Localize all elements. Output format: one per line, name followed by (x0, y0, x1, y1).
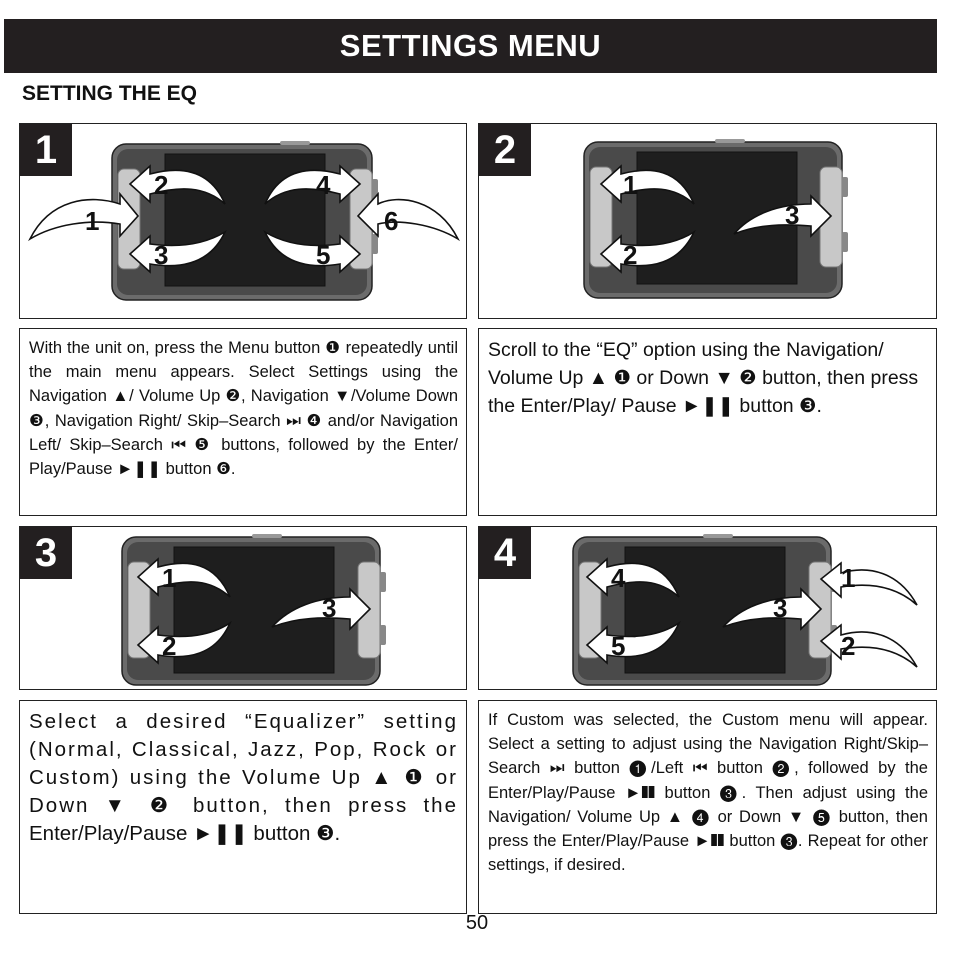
arrow-3 (271, 587, 372, 631)
callout-1-6: 6 (384, 206, 398, 236)
step-1-instructions: With the unit on, press the Menu button … (19, 328, 467, 516)
step-4-figure: 4 4 1 3 (478, 526, 937, 690)
arrow-3 (733, 194, 833, 238)
arrow-1 (136, 557, 231, 598)
callout-4-2: 2 (841, 631, 855, 661)
step-2-figure: 2 1 3 2 (478, 123, 937, 319)
callout-4-4: 4 (611, 563, 626, 593)
arrow-1 (819, 561, 918, 606)
arrow-2 (599, 229, 696, 274)
callout-1-3: 3 (154, 240, 168, 270)
arrow-2 (819, 623, 918, 668)
callout-3-1: 1 (162, 563, 176, 593)
step-2-instructions: Scroll to the “EQ” option using the Navi… (478, 328, 937, 516)
callout-3-2: 2 (162, 631, 176, 661)
arrow-2 (136, 620, 232, 665)
arrow-1 (599, 164, 695, 205)
callout-1-5: 5 (316, 240, 330, 270)
page-title: SETTINGS MENU (339, 28, 602, 63)
arrow-callouts (599, 164, 833, 274)
arrow-callouts (28, 164, 460, 274)
arrow-3 (128, 229, 227, 274)
step-4-number: 4 (479, 527, 531, 579)
step-4-instructions: If Custom was selected, the Custom menu … (478, 700, 937, 914)
section-heading: SETTING THE EQ (22, 82, 198, 105)
page-title-banner: SETTINGS MENU (4, 19, 937, 73)
callout-4-5: 5 (611, 631, 625, 661)
arrow-4 (264, 164, 362, 205)
step-1-number: 1 (20, 124, 72, 176)
arrow-2 (128, 164, 226, 205)
device-body (111, 141, 378, 301)
step-1-figure: 1 2 4 1 (19, 123, 467, 319)
arrow-6 (356, 191, 460, 242)
device-illustration: 1 3 2 (479, 124, 936, 318)
arrow-4 (585, 557, 680, 598)
callout-1-4: 4 (316, 170, 331, 200)
callout-2-1: 1 (623, 170, 637, 200)
device-illustration: 4 1 3 5 2 (479, 527, 936, 689)
arrow-5 (263, 229, 362, 274)
step-3-figure: 3 1 3 2 (19, 526, 467, 690)
callout-3-3: 3 (322, 593, 336, 623)
callout-1-2: 2 (154, 170, 168, 200)
callout-2-3: 3 (785, 200, 799, 230)
callout-2-2: 2 (623, 240, 637, 270)
step-3-number: 3 (20, 527, 72, 579)
arrow-callouts (585, 557, 918, 668)
arrow-5 (585, 620, 681, 665)
arrow-callouts (136, 557, 372, 665)
callout-4-3: 3 (773, 593, 787, 623)
device-illustration: 2 4 1 6 3 5 (20, 124, 466, 318)
callout-1-1: 1 (85, 206, 99, 236)
step-2-number: 2 (479, 124, 531, 176)
step-3-instructions: Select a desired “Equalizer” setting (No… (19, 700, 467, 914)
page-number: 50 (465, 912, 489, 934)
callout-4-1: 1 (841, 563, 855, 593)
device-illustration: 1 3 2 (20, 527, 466, 689)
arrow-1 (28, 191, 140, 242)
arrow-3 (722, 587, 823, 631)
